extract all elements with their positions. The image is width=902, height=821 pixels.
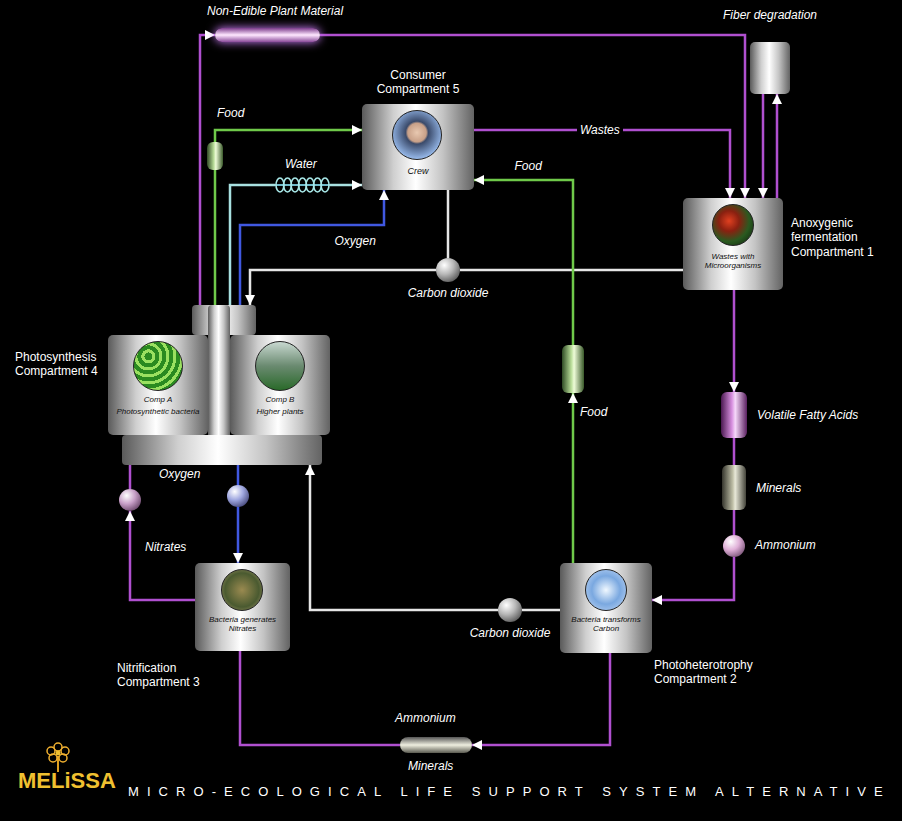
flow-line — [237, 507, 240, 563]
oxygen-sphere: Oxygen — [227, 485, 249, 507]
flow-label: Carbon dioxide — [403, 286, 493, 300]
flow-label: Water — [285, 157, 335, 171]
photoheterotrophy-compartment: Bacteria transforms CarbonPhotoheterotro… — [560, 563, 652, 653]
flow-line — [215, 130, 362, 142]
flow-line — [776, 94, 779, 198]
gas-sphere: Carbon dioxide — [498, 598, 522, 622]
fiber-degradation-vessel: Fiber degradation — [750, 42, 790, 94]
vessel-caption: Wastes with Microorganisms — [687, 252, 779, 270]
compartment-name: Consumer Compartment 5 — [368, 68, 468, 97]
flow-line — [460, 269, 683, 272]
flow-label: Ammonium — [755, 538, 855, 552]
specimen-photo — [255, 341, 305, 391]
flow-line — [214, 170, 217, 305]
flow-line — [733, 510, 736, 535]
vessel-caption: Crew — [366, 166, 470, 176]
food-vessel: Food — [562, 345, 584, 393]
caption: MICRO-ECOLOGICAL LIFE SUPPORT SYSTEM ALT… — [128, 784, 891, 800]
flow-label: Non-Edible Plant Material — [207, 4, 377, 18]
plant-material-tube: Non-Edible Plant Material — [215, 28, 320, 42]
flow-line — [330, 184, 362, 187]
fermentation-compartment: Wastes with MicroorganismsAnoxygenic fer… — [683, 198, 783, 290]
flow-label: Volatile Fatty Acids — [757, 408, 887, 422]
compartment-name: Photoheterotrophy Compartment 2 — [654, 658, 769, 687]
vessel-caption: Higher plants — [233, 407, 327, 416]
compartment-name: Nitrification Compartment 3 — [117, 661, 217, 690]
flow-line — [130, 511, 195, 600]
photobioreactor: Comp A Photosynthetic bacteria — [108, 335, 208, 435]
edge-label: Oxygen — [332, 234, 379, 248]
ammonium-tube: AmmoniumMinerals — [400, 737, 472, 753]
logo-text: MELiSSA — [18, 768, 116, 794]
flow-line — [472, 653, 610, 745]
flow-line — [129, 465, 132, 489]
flow-line — [240, 651, 400, 745]
coil-symbol — [275, 177, 330, 193]
flow-line — [572, 393, 575, 563]
mineral-vessel: Minerals — [722, 465, 746, 510]
vessel-caption: Photosynthetic bacteria — [111, 407, 205, 416]
ammonium-sphere: Ammonium — [723, 535, 745, 557]
flow-label: Minerals — [756, 481, 856, 495]
flow-label: Food — [217, 106, 257, 120]
flow-label: Oxygen — [159, 467, 219, 481]
plant-chamber: Comp B Higher plants — [230, 335, 330, 435]
edge-label: Food — [512, 159, 545, 173]
fatty-acid-vessel: Volatile Fatty Acids — [721, 392, 747, 438]
flow-line — [230, 185, 275, 305]
flow-label: Minerals — [408, 759, 478, 773]
edge-label: Wastes — [577, 123, 623, 137]
flow-line — [474, 180, 573, 345]
flow-line — [652, 557, 734, 600]
specimen-photo — [133, 341, 183, 391]
vessel-caption: Comp A — [111, 395, 205, 404]
flow-line — [733, 290, 736, 392]
flow-line — [447, 190, 450, 258]
specimen-photo — [392, 110, 442, 160]
specimen-photo — [221, 569, 263, 611]
flow-line — [474, 130, 730, 198]
flow-line — [522, 609, 560, 612]
vessel-caption: Bacteria transforms Carbon — [563, 615, 649, 633]
nitrate-sphere: Nitrates — [119, 489, 141, 511]
nitrification-compartment: Bacteria generates NitratesNitrification… — [195, 563, 290, 651]
vessel-caption: Comp B — [233, 395, 327, 404]
consumer-compartment: Consumer Compartment 5Crew — [362, 104, 474, 190]
connector-column — [122, 435, 322, 465]
flow-line — [320, 35, 745, 198]
logo-flower — [38, 742, 78, 772]
flow-line — [762, 94, 765, 198]
flow-label: Nitrates — [145, 540, 205, 554]
flow-line — [310, 465, 498, 610]
vessel-caption: Bacteria generates Nitrates — [198, 615, 287, 633]
water-coil: Water — [275, 177, 330, 193]
flow-line — [200, 35, 215, 305]
specimen-photo — [712, 204, 754, 246]
specimen-photo — [585, 569, 627, 611]
flow-label: Food — [580, 405, 620, 419]
food-vessel: Food — [207, 142, 223, 170]
flow-label: Ammonium — [395, 711, 475, 725]
flow-line — [240, 190, 384, 305]
compartment-name: Photosynthesis Compartment 4 — [15, 350, 105, 379]
flow-line — [733, 438, 736, 465]
photosynthesis-compartment: Photosynthesis Compartment 4Comp APhotos… — [108, 305, 330, 465]
flow-label: Carbon dioxide — [465, 626, 555, 640]
compartment-name: Anoxygenic fermentation Compartment 1 — [791, 216, 886, 259]
gas-sphere: Carbon dioxide — [436, 258, 460, 282]
flow-label: Fiber degradation — [720, 8, 820, 22]
